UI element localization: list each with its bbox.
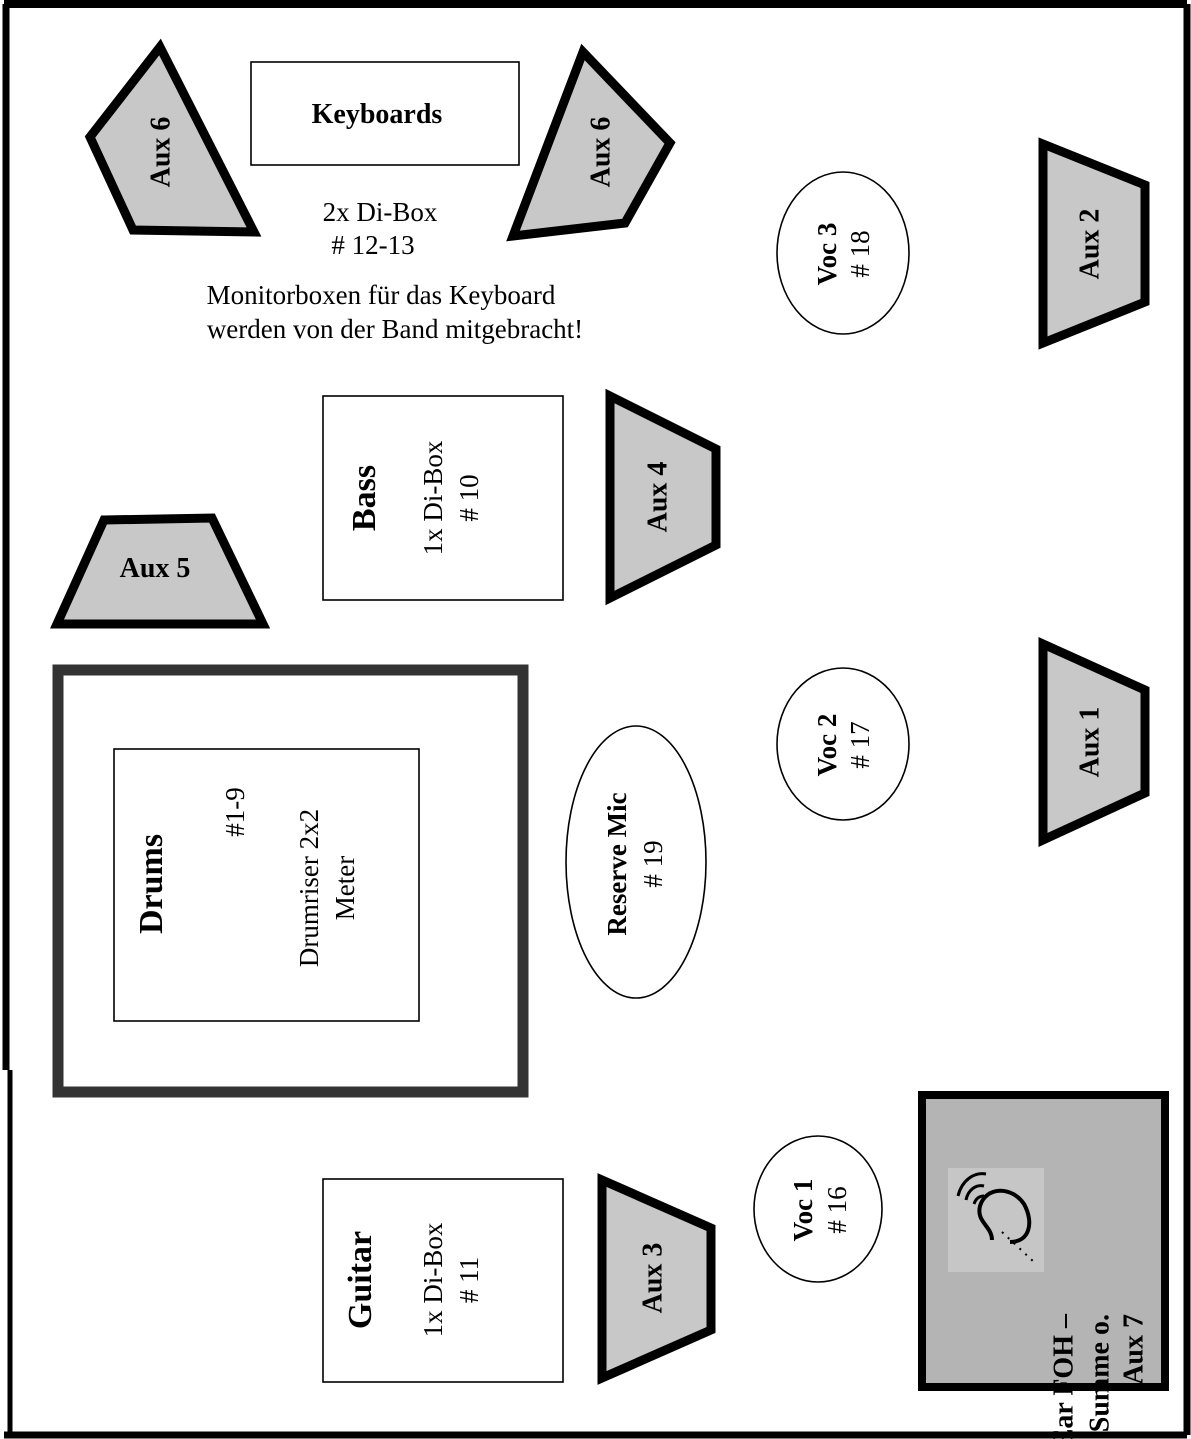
inear-box: In Ear FOH – Summe o. Aux 7 (918, 1091, 1169, 1439)
monitor-aux2: Aux 2 (1038, 137, 1150, 350)
monitor-aux1-label: Aux 1 (1074, 707, 1105, 778)
bass-title: Bass (346, 465, 383, 531)
ear-icon (948, 1168, 1044, 1272)
guitar-channel: # 11 (454, 1257, 484, 1303)
monitor-aux4: Aux 4 (605, 388, 721, 606)
drums-title: Drums (133, 834, 170, 934)
inear-line1: In Ear FOH – (1048, 1313, 1079, 1439)
keyboards-di-count: 2x Di-Box (323, 197, 438, 227)
inear-line3: Aux 7 (1118, 1314, 1149, 1385)
drums-channels: #1-9 (220, 787, 250, 837)
mic-voc3-channel: # 18 (845, 230, 875, 277)
guitar-box: Guitar 1x Di-Box # 11 (322, 1178, 564, 1383)
mic-voc2-title: Voc 2 (812, 714, 842, 777)
mic-voc1-channel: # 16 (822, 1186, 852, 1233)
mic-reserve-channel: # 19 (638, 840, 668, 887)
mic-voc2: Voc 2 # 17 (776, 667, 910, 821)
drums-riser-size: Drumriser 2x2 (294, 809, 324, 967)
drum-riser: Drums #1-9 Drumriser 2x2 Meter (52, 664, 529, 1098)
monitor-aux6-right-label: Aux 6 (585, 117, 616, 188)
keyboards-note-line1: Monitorboxen für das Keyboard (207, 280, 556, 310)
mic-voc1-title: Voc 1 (788, 1179, 818, 1242)
keyboards-box: Keyboards (250, 61, 520, 166)
bass-box: Bass 1x Di-Box # 10 (322, 395, 564, 601)
monitor-aux6-left: Aux 6 (84, 38, 262, 237)
mic-voc2-channel: # 17 (845, 721, 875, 768)
bass-di: 1x Di-Box (418, 440, 448, 555)
mic-reserve: Reserve Mic # 19 (565, 725, 707, 999)
mic-reserve-title: Reserve Mic (602, 792, 632, 935)
inear-line2: Summe o. (1084, 1314, 1115, 1432)
mic-voc1: Voc 1 # 16 (753, 1135, 883, 1283)
monitor-aux3-label: Aux 3 (637, 1243, 668, 1314)
mic-voc3: Voc 3 # 18 (776, 171, 910, 335)
monitor-aux5: Aux 5 (50, 513, 271, 629)
mic-voc3-title: Voc 3 (812, 223, 842, 286)
monitor-aux5-label: Aux 5 (120, 553, 191, 584)
monitor-aux6-right: Aux 6 (506, 43, 676, 242)
monitor-aux1: Aux 1 (1038, 637, 1150, 848)
keyboards-di-channels: # 12-13 (331, 230, 414, 260)
guitar-di: 1x Di-Box (418, 1222, 448, 1337)
keyboards-note-line2: werden von der Band mitgebracht! (207, 314, 583, 344)
drums-riser-unit: Meter (330, 856, 360, 920)
bass-channel: # 10 (454, 474, 484, 521)
monitor-aux4-label: Aux 4 (642, 462, 673, 533)
monitor-aux6-left-label: Aux 6 (145, 117, 176, 188)
monitor-aux3: Aux 3 (597, 1173, 716, 1385)
monitor-aux2-label: Aux 2 (1074, 209, 1105, 280)
guitar-title: Guitar (342, 1231, 379, 1329)
keyboards-title: Keyboards (312, 99, 443, 130)
